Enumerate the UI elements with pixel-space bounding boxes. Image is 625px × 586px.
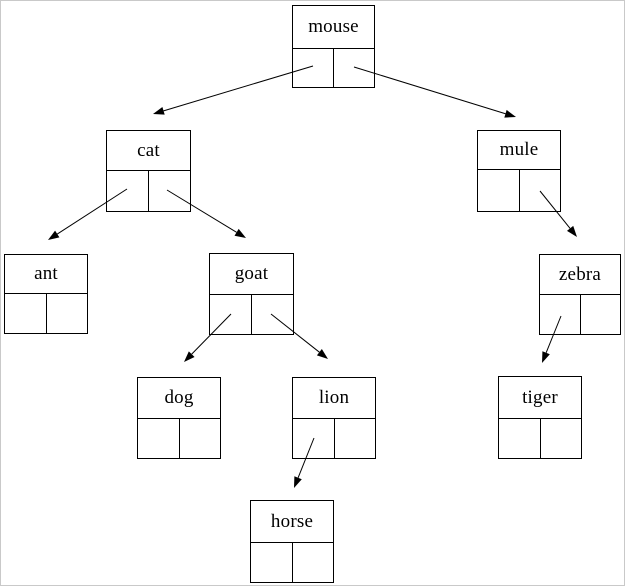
tree-node-ant: ant	[4, 254, 88, 334]
node-label-ant: ant	[5, 255, 87, 294]
pointer-cells-tiger	[499, 419, 581, 458]
right-pointer-cell-mouse	[334, 49, 374, 87]
right-pointer-cell-cat	[149, 171, 190, 211]
left-pointer-cell-tiger	[499, 419, 541, 458]
right-pointer-cell-mule	[520, 170, 561, 211]
pointer-cells-mule	[478, 170, 560, 211]
tree-node-tiger: tiger	[498, 376, 582, 459]
node-label-horse: horse	[251, 501, 333, 543]
tree-node-zebra: zebra	[539, 254, 621, 335]
left-pointer-cell-cat	[107, 171, 149, 211]
node-label-goat: goat	[210, 254, 293, 295]
pointer-cells-lion	[293, 419, 375, 458]
tree-node-mouse: mouse	[292, 5, 375, 88]
node-label-cat: cat	[107, 131, 190, 171]
tree-node-dog: dog	[137, 377, 221, 459]
pointer-cells-horse	[251, 543, 333, 582]
right-pointer-cell-lion	[335, 419, 376, 458]
left-pointer-cell-goat	[210, 295, 252, 334]
left-pointer-cell-lion	[293, 419, 335, 458]
pointer-cells-goat	[210, 295, 293, 334]
right-pointer-cell-zebra	[581, 295, 621, 334]
node-label-dog: dog	[138, 378, 220, 419]
tree-node-mule: mule	[477, 130, 561, 212]
left-pointer-cell-ant	[5, 294, 47, 333]
pointer-cells-cat	[107, 171, 190, 211]
node-label-zebra: zebra	[540, 255, 620, 295]
pointer-cells-dog	[138, 419, 220, 458]
tree-node-cat: cat	[106, 130, 191, 212]
right-pointer-cell-tiger	[541, 419, 582, 458]
pointer-cells-mouse	[293, 49, 374, 87]
tree-node-goat: goat	[209, 253, 294, 335]
left-pointer-cell-zebra	[540, 295, 581, 334]
pointer-cells-zebra	[540, 295, 620, 334]
right-pointer-cell-ant	[47, 294, 88, 333]
right-pointer-cell-horse	[293, 543, 334, 582]
tree-node-lion: lion	[292, 377, 376, 459]
pointer-cells-ant	[5, 294, 87, 333]
left-pointer-cell-horse	[251, 543, 293, 582]
left-pointer-cell-mouse	[293, 49, 334, 87]
tree-node-horse: horse	[250, 500, 334, 583]
node-label-mouse: mouse	[293, 6, 374, 49]
left-pointer-cell-dog	[138, 419, 180, 458]
node-label-mule: mule	[478, 131, 560, 170]
node-label-lion: lion	[293, 378, 375, 419]
right-pointer-cell-goat	[252, 295, 293, 334]
right-pointer-cell-dog	[180, 419, 221, 458]
left-pointer-cell-mule	[478, 170, 520, 211]
node-label-tiger: tiger	[499, 377, 581, 419]
